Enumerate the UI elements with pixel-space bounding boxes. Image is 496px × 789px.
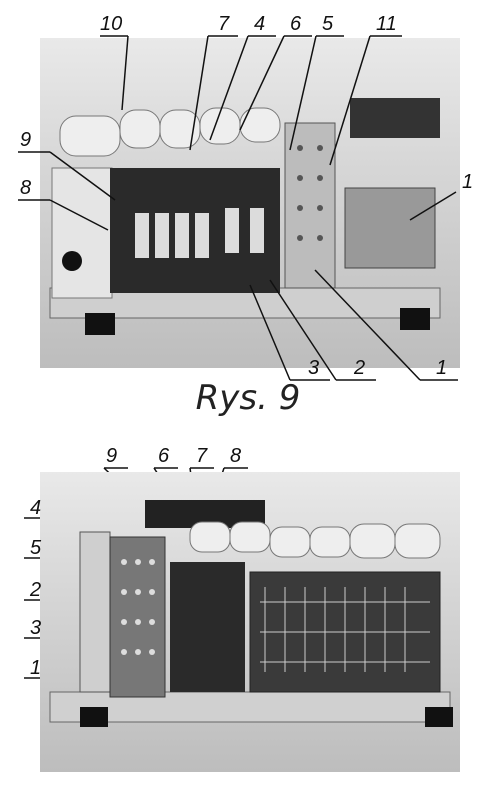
callout-b-5: 5 bbox=[30, 537, 42, 559]
top-photo-drawing bbox=[49, 98, 441, 335]
callout-2: 2 bbox=[354, 357, 366, 379]
callout-b-4: 4 bbox=[30, 497, 42, 519]
callout-8: 8 bbox=[20, 177, 32, 199]
callout-4: 4 bbox=[254, 13, 266, 35]
callout-7: 7 bbox=[218, 13, 230, 35]
callout-5: 5 bbox=[322, 13, 334, 35]
callout-b-3: 3 bbox=[30, 617, 42, 639]
bottom-photograph bbox=[40, 472, 460, 772]
callout-b-6: 6 bbox=[158, 445, 170, 467]
callout-3: 3 bbox=[308, 357, 320, 379]
top-photograph bbox=[40, 38, 460, 368]
callout-6: 6 bbox=[290, 13, 302, 35]
callout-10: 10 bbox=[100, 13, 123, 35]
callout-b-2: 2 bbox=[30, 579, 42, 601]
callout-1-right: 1 bbox=[462, 171, 474, 193]
callout-b-7: 7 bbox=[196, 445, 208, 467]
callout-b-9: 9 bbox=[106, 445, 118, 467]
callout-b-1: 1 bbox=[30, 657, 42, 679]
callout-9: 9 bbox=[20, 129, 32, 151]
callout-11: 11 bbox=[376, 13, 397, 35]
bottom-photo-drawing bbox=[49, 500, 453, 727]
callout-b-8: 8 bbox=[230, 445, 242, 467]
callout-1-bottom: 1 bbox=[436, 357, 448, 379]
figure-caption: Rys. 9 bbox=[195, 378, 301, 418]
